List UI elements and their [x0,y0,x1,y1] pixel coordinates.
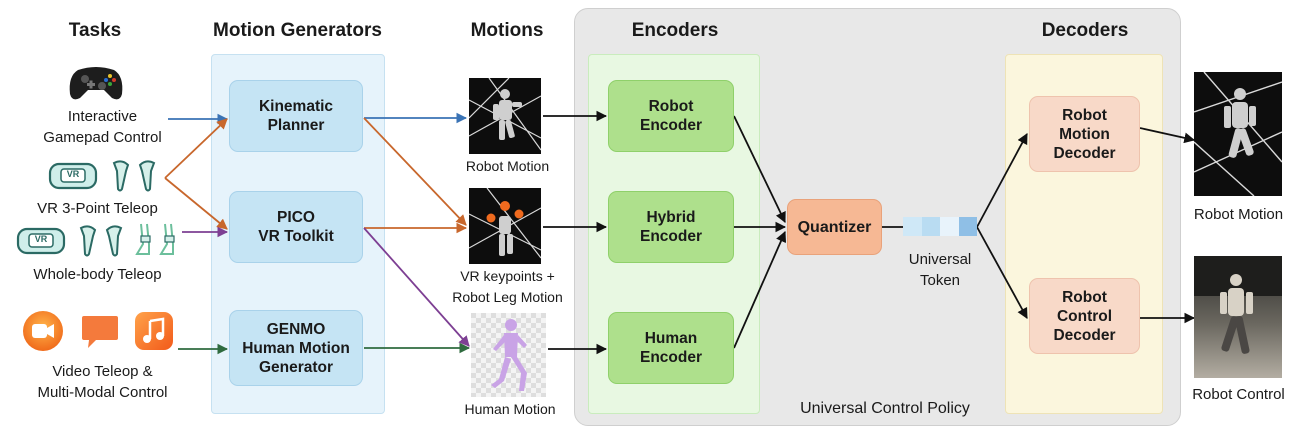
arrow-token-to-motion-decoder [976,133,1028,228]
pico-vr-toolkit-box: PICO VR Toolkit [229,191,363,263]
vr-controllers-icon [75,224,127,258]
arrow-vr3-to-kinematic [164,118,228,179]
token-segment [940,217,959,236]
arrow-pico-to-human-motion [363,227,470,347]
arrow-kinematic-to-vr-leg [363,117,467,226]
robot-control-output-photo [1194,256,1282,378]
robot-motion-output-label: Robot Motion [1193,206,1284,223]
arrow-motion-decoder-to-output [1139,127,1196,144]
human-encoder-box: Human Encoder [608,312,734,384]
vr-controllers-icon [108,159,160,193]
arrow-human-encoder-to-quantizer [733,231,787,349]
human-motion-thumbnail [471,313,546,397]
decoders-header: Decoders [1041,20,1129,41]
motions-header: Motions [470,20,544,41]
vr-3-point-task-label: VR 3-Point Teleop [37,200,158,217]
video-multimodal-task-label: Video Teleop & Multi-Modal Control [37,363,168,401]
vr-badge-label: VR [34,234,48,244]
vr-leg-motion-label: VR keypoints + Robot Leg Motion [452,268,563,305]
vr-badge-label: VR [66,169,80,179]
token-segment [903,217,922,236]
gamepad-task-label: Interactive Gamepad Control [43,108,162,146]
hybrid-encoder-box: Hybrid Encoder [608,191,734,263]
universal-token-label: Universal Token [908,251,972,289]
human-motion-label: Human Motion [464,401,556,417]
music-icon [134,311,174,351]
video-camera-icon [22,310,64,352]
robot-motion-decoder-box: Robot Motion Decoder [1029,96,1140,172]
arrow-robot-encoder-to-quantizer [733,115,786,223]
ankle-tracker-icon [133,222,181,258]
gamepad-icon [68,64,124,102]
chat-bubble-icon [80,312,120,352]
arrow-token-to-control-decoder [976,226,1028,319]
token-segment [958,217,977,236]
whole-body-task-label: Whole-body Teleop [33,266,162,283]
motion-generators-header: Motion Generators [213,20,382,41]
token-segment [921,217,940,236]
universal-token-bar [903,217,977,236]
encoders-header: Encoders [631,20,719,41]
vr-leg-motion-thumbnail [469,188,541,264]
arrow-vr3-to-pico [164,177,228,230]
vr-headset-icon [15,226,67,256]
robot-control-decoder-box: Robot Control Decoder [1029,278,1140,354]
quantizer-box: Quantizer [787,199,882,255]
universal-control-policy-label: Universal Control Policy [800,400,970,417]
robot-motion-thumbnail [469,78,541,154]
vr-headset-icon [47,161,99,191]
robot-control-output-label: Robot Control [1192,386,1285,403]
kinematic-planner-box: Kinematic Planner [229,80,363,152]
robot-encoder-box: Robot Encoder [608,80,734,152]
genmo-generator-box: GENMO Human Motion Generator [229,310,363,386]
robot-motion-label: Robot Motion [465,158,550,174]
robot-motion-output-thumbnail [1194,72,1282,196]
tasks-header: Tasks [68,20,122,41]
